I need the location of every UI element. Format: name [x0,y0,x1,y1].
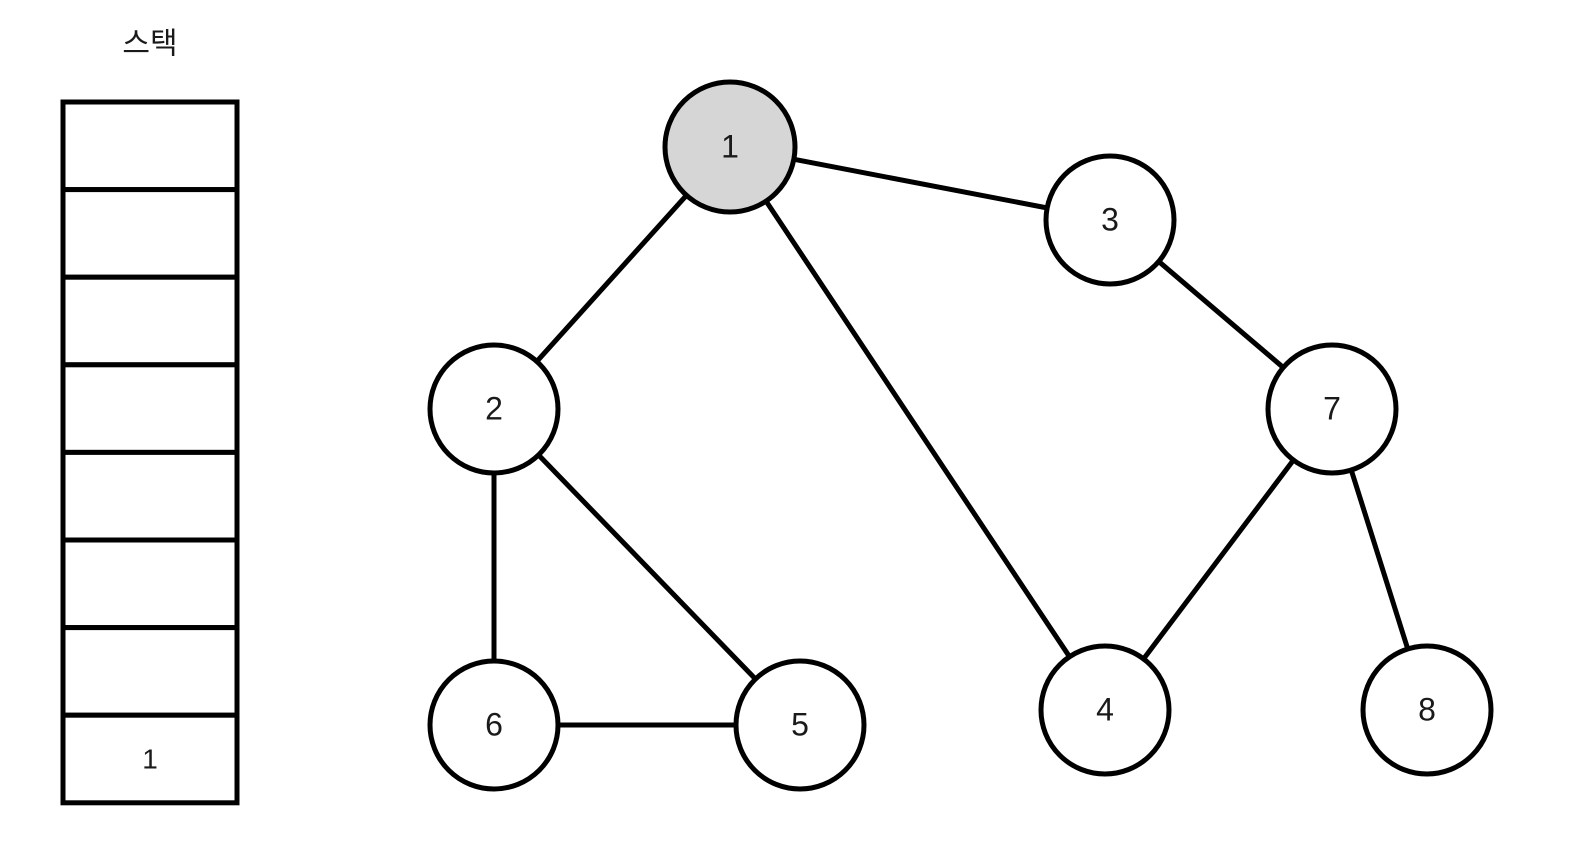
stack-cell-box [60,625,240,718]
graph-node-4[interactable]: 4 [1038,643,1172,777]
stack-container: 1 [60,99,240,806]
stack-cell-box [60,187,240,280]
graph-edge-7-4 [1140,456,1297,663]
graph-edge-3-7 [1155,258,1287,371]
stack-cell[interactable] [60,537,240,631]
stack-cell-box [60,537,240,631]
node-label-4: 4 [1096,691,1114,727]
graph-node-2[interactable]: 2 [427,342,561,476]
stack-cell[interactable] [60,625,240,718]
graph-edges [491,156,1411,728]
graph-node-8[interactable]: 8 [1360,643,1494,777]
stack-cell-box [60,274,240,368]
graph-edge-1-2 [533,192,690,365]
stack-title: 스택 [122,27,177,62]
graph-node-3[interactable]: 3 [1043,153,1177,287]
node-label-1: 1 [721,128,739,164]
graph-node-6[interactable]: 6 [427,658,561,792]
stack-cell[interactable] [60,362,240,455]
node-circle-1 [662,79,798,215]
node-circle-6 [427,658,561,792]
stack-cell-box [60,712,240,806]
node-circle-4 [1038,643,1172,777]
stack-cell-box [60,449,240,543]
stack-cell[interactable] [60,99,240,193]
node-label-7: 7 [1323,390,1341,426]
node-label-8: 8 [1418,691,1436,727]
node-label-2: 2 [485,390,503,426]
graph-edge-2-5 [535,451,759,683]
node-circle-5 [733,658,867,792]
node-circle-3 [1043,153,1177,287]
stack-cell[interactable] [60,187,240,280]
stack-cell-value: 1 [142,743,158,774]
graph-node-7[interactable]: 7 [1265,342,1399,476]
node-label-6: 6 [485,706,503,742]
graph-edge-7-8 [1348,466,1411,653]
graph-edge-1-3 [790,156,1051,211]
stack-cell[interactable] [60,449,240,543]
stack-cell-box [60,99,240,193]
stack-cell[interactable]: 1 [60,712,240,806]
node-circle-8 [1360,643,1494,777]
stack-cell[interactable] [60,274,240,368]
graph-node-5[interactable]: 5 [733,658,867,792]
stack-cell-box [60,362,240,455]
node-circle-7 [1265,342,1399,476]
graph-edge-1-4 [762,197,1073,661]
node-label-3: 3 [1101,201,1119,237]
node-label-5: 5 [791,706,809,742]
node-circle-2 [427,342,561,476]
graph-node-1[interactable]: 1 [662,79,798,215]
graph-nodes: 1 2 3 4 5 6 7 8 [427,79,1494,792]
